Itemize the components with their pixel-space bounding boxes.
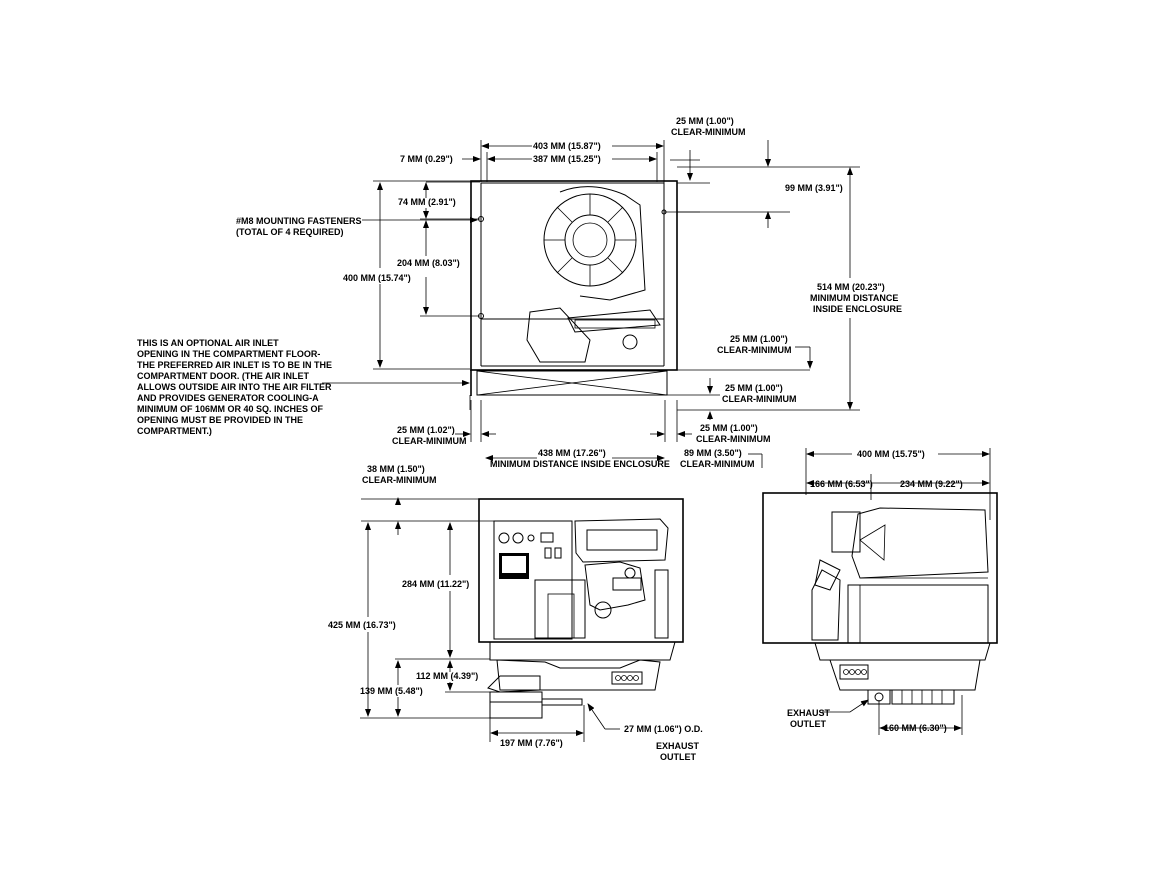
dim-89-1: 89 MM (3.50")	[684, 448, 742, 458]
front-exhaust-1: EXHAUST	[656, 741, 700, 751]
side-dim-234: 234 MM (9.22")	[900, 479, 963, 489]
dim-25-br-2: CLEAR-MINIMUM	[696, 434, 771, 444]
air-filter-housing	[574, 518, 669, 563]
dim-403: 403 MM (15.87")	[533, 141, 601, 151]
cooling-fins	[891, 689, 955, 705]
fastener-label-2: (TOTAL OF 4 REQUIRED)	[236, 227, 344, 237]
alternator-housing	[851, 507, 989, 579]
front-dim-284: 284 MM (11.22")	[402, 579, 469, 589]
svg-text:OPENING IN THE COMPARTMENT FLO: OPENING IN THE COMPARTMENT FLOOR-	[137, 349, 320, 359]
front-dim-197: 197 MM (7.76")	[500, 738, 563, 748]
front-dim-425: 425 MM (16.73")	[328, 620, 396, 630]
dim-514-3: INSIDE ENCLOSURE	[813, 304, 902, 314]
side-exhaust-2: OUTLET	[790, 719, 826, 729]
top-view-unit-outline	[480, 182, 665, 320]
dim-74: 74 MM (2.91")	[398, 197, 456, 207]
dim-25-right-a2: CLEAR-MINIMUM	[717, 345, 792, 355]
svg-text:OPENING MUST BE PROVIDED IN TH: OPENING MUST BE PROVIDED IN THE	[137, 415, 303, 425]
engine-block	[534, 579, 586, 639]
side-dim-400: 400 MM (15.75")	[857, 449, 925, 459]
dim-25-top-2: CLEAR-MINIMUM	[671, 127, 746, 137]
top-view: 403 MM (15.87") 387 MM (15.25") 7 MM (0.…	[137, 116, 902, 469]
dim-25-br-1: 25 MM (1.00")	[700, 423, 758, 433]
side-engine-block	[847, 584, 989, 644]
air-inlet-note: THIS IS AN OPTIONAL AIR INLET OPENING IN…	[137, 338, 332, 436]
side-exhaust-1: EXHAUST	[787, 708, 831, 718]
dim-514-2: MINIMUM DISTANCE	[810, 293, 898, 303]
side-dim-160: 160 MM (6.30")	[884, 723, 947, 733]
dim-400: 400 MM (15.74")	[343, 273, 411, 283]
dim-438-1: 438 MM (17.26")	[538, 448, 606, 458]
dim-204: 204 MM (8.03")	[397, 258, 460, 268]
dim-89-2: CLEAR-MINIMUM	[680, 459, 755, 469]
front-view: 38 MM (1.50") CLEAR-MINIMUM 284 MM (11.2…	[328, 464, 703, 762]
front-exhaust-2: OUTLET	[660, 752, 696, 762]
dim-25-left-2: CLEAR-MINIMUM	[392, 436, 467, 446]
dim-25-top-1: 25 MM (1.00")	[676, 116, 734, 126]
exhaust-pipe	[489, 691, 543, 703]
front-dim-38-2: CLEAR-MINIMUM	[362, 475, 437, 485]
svg-text:COMPARTMENT DOOR. (THE AIR IN: COMPARTMENT DOOR. (THE AIR INLET	[137, 371, 309, 381]
dim-514-1: 514 MM (20.23")	[817, 282, 885, 292]
fastener-label-1: #M8 MOUNTING FASTENERS	[236, 216, 362, 226]
svg-text:THIS IS AN OPTIONAL AIR INLET: THIS IS AN OPTIONAL AIR INLET	[137, 338, 279, 348]
dim-25-right-b2: CLEAR-MINIMUM	[722, 394, 797, 404]
air-inlet-opening	[476, 370, 668, 396]
gauge-icon	[512, 532, 524, 544]
svg-text:COMPARTMENT.): COMPARTMENT.)	[137, 426, 212, 436]
dim-25-left-1: 25 MM (1.02")	[397, 425, 455, 435]
dim-387: 387 MM (15.25")	[533, 154, 601, 164]
front-dim-112: 112 MM (4.39")	[416, 671, 478, 681]
front-dim-27: 27 MM (1.06") O.D.	[624, 724, 703, 734]
svg-text:AND PROVIDES GENERATOR COOLING: AND PROVIDES GENERATOR COOLING-A	[137, 393, 319, 403]
svg-text:ALLOWS OUTSIDE AIR INTO THE AI: ALLOWS OUTSIDE AIR INTO THE AIR FILTER	[137, 382, 332, 392]
side-dim-166: 166 MM (6.53")	[810, 479, 873, 489]
dim-25-right-b1: 25 MM (1.00")	[725, 383, 783, 393]
gauge-icon	[498, 532, 510, 544]
engine-component	[526, 307, 591, 363]
side-view: 400 MM (15.75") 166 MM (6.53") 234 MM (9…	[762, 448, 998, 735]
front-dim-38-1: 38 MM (1.50")	[367, 464, 425, 474]
front-dim-139: 139 MM (5.48")	[360, 686, 423, 696]
top-view-enclosure	[470, 180, 678, 371]
dim-99: 99 MM (3.91")	[785, 183, 843, 193]
base-plate	[489, 641, 676, 661]
dim-25-right-a1: 25 MM (1.00")	[730, 334, 788, 344]
svg-text:MINIMUM OF 106MM OR 40 SQ. INC: MINIMUM OF 106MM OR 40 SQ. INCHES OF	[137, 404, 324, 414]
fan-icon	[543, 186, 646, 301]
dim-438-2: MINIMUM DISTANCE INSIDE ENCLOSURE	[490, 459, 670, 469]
svg-text:THE PREFERRED AIR INLET IS TO: THE PREFERRED AIR INLET IS TO BE IN THE	[137, 360, 332, 370]
side-view-enclosure	[762, 492, 998, 644]
dim-7: 7 MM (0.29")	[400, 154, 453, 164]
